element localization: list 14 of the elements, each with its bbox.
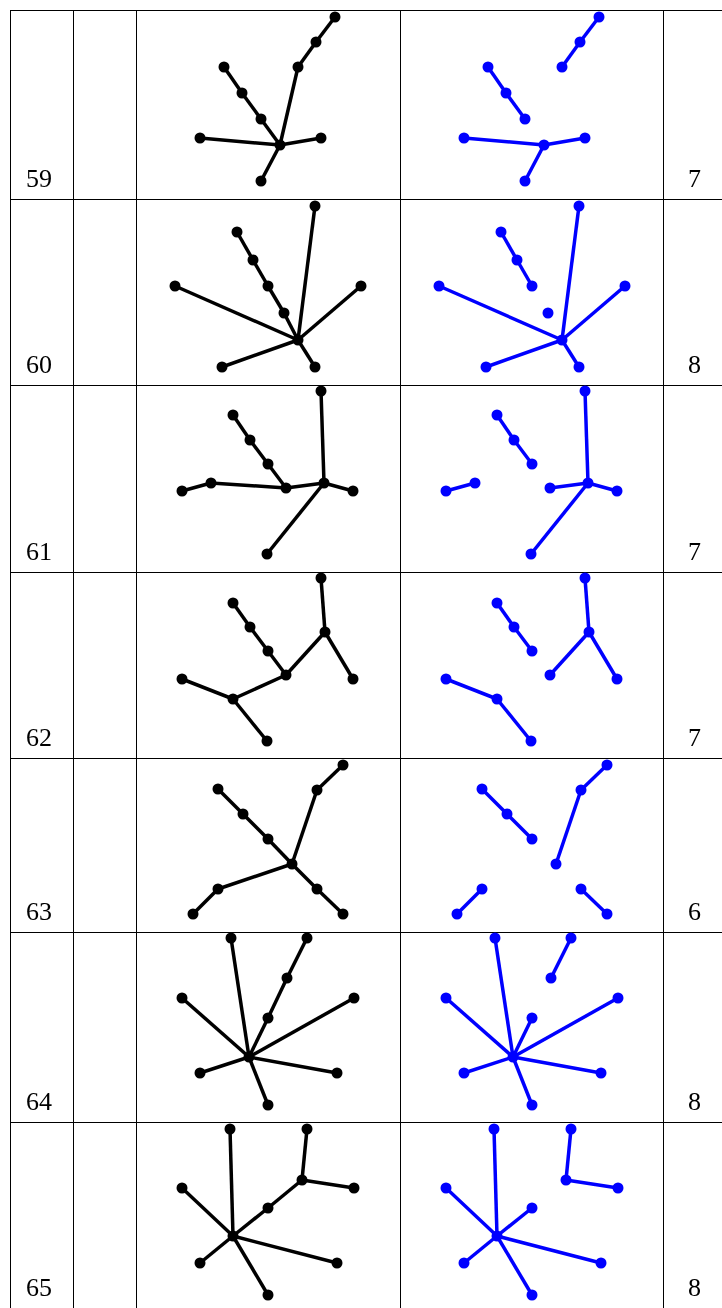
count-value: 8 [688, 1088, 701, 1116]
row-number: 65 [26, 1274, 52, 1302]
row-number: 61 [26, 538, 52, 566]
row-number: 64 [26, 1088, 52, 1116]
count-value: 6 [688, 898, 701, 926]
count-value: 7 [688, 538, 701, 566]
count-value: 7 [688, 724, 701, 752]
row-number: 60 [26, 351, 52, 379]
count-value: 8 [688, 1274, 701, 1302]
row-number: 62 [26, 724, 52, 752]
count-value: 7 [688, 165, 701, 193]
row-number: 59 [26, 165, 52, 193]
count-value: 8 [688, 351, 701, 379]
row-number: 63 [26, 898, 52, 926]
